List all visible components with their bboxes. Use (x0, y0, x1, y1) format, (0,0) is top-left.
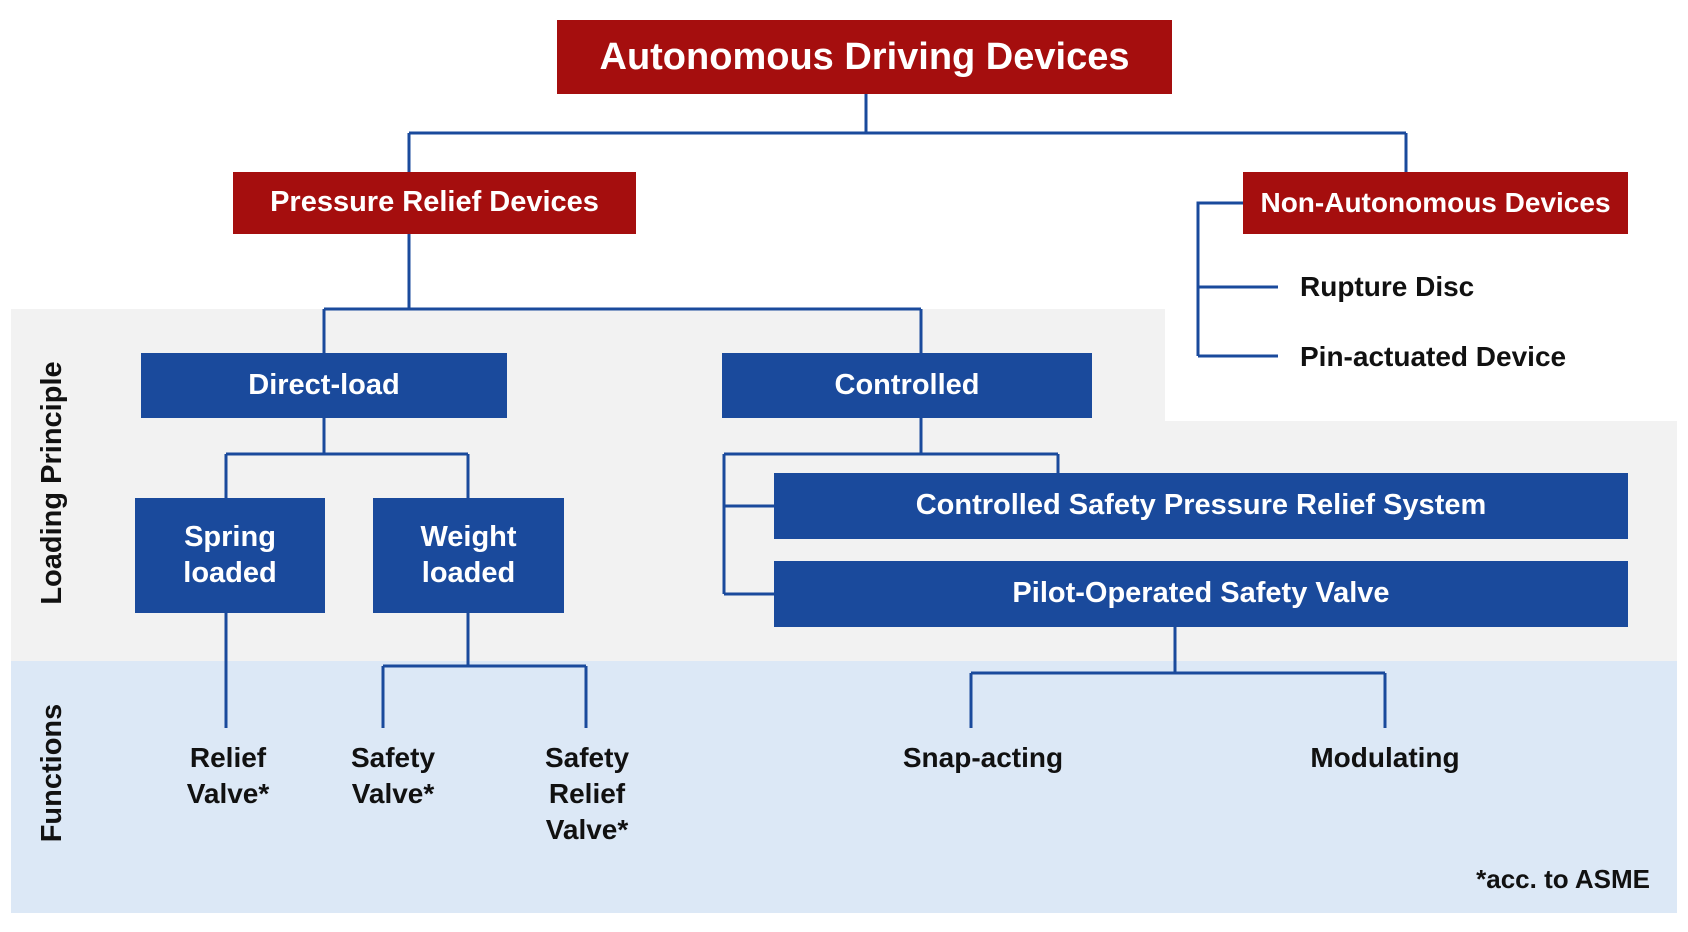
loading-principle-row-label: Loading Principle (36, 361, 68, 605)
cspr-system-node: Controlled Safety Pressure Relief System (774, 473, 1628, 539)
safety-relief-line-2: Relief (548, 778, 626, 809)
weight-loaded-line-2: loaded (421, 556, 516, 589)
function-safety-valve: Safety Valve* (333, 740, 453, 812)
connector-direct-split (224, 418, 470, 498)
cspr-label: Controlled Safety Pressure Relief System (915, 489, 1487, 522)
direct-load-node: Direct-load (141, 353, 507, 418)
connector-weight-functions (381, 613, 588, 728)
pin-actuated-device-item: Pin-actuated Device (1300, 341, 1567, 372)
spring-loaded-line-1: Spring (184, 521, 276, 554)
connector-non-autonomous (1196, 201, 1278, 358)
direct-load-label: Direct-load (248, 368, 400, 401)
spring-loaded-line-2: loaded (183, 556, 277, 589)
relief-valve-line-2: Valve* (186, 778, 270, 809)
function-relief-valve: Relief Valve* (168, 740, 288, 812)
safety-relief-line-1: Safety (544, 742, 630, 773)
function-modulating: Modulating (1310, 742, 1460, 773)
root-label: Autonomous Driving Devices (599, 35, 1130, 78)
connector-root-split (407, 94, 1408, 172)
relief-valve-line-1: Relief (189, 742, 267, 773)
controlled-label: Controlled (834, 368, 980, 401)
connector-controlled-split (722, 418, 1060, 596)
safety-valve-line-1: Safety (350, 742, 436, 773)
function-snap-acting: Snap-acting (902, 742, 1064, 773)
non-autonomous-devices-node: Non-Autonomous Devices (1243, 172, 1628, 234)
safety-valve-line-2: Valve* (351, 778, 435, 809)
pilot-label: Pilot-Operated Safety Valve (1012, 577, 1390, 610)
footnote: *acc. to ASME (1476, 864, 1650, 894)
connector-prd-split (322, 234, 923, 353)
connector-pilot-functions (969, 627, 1387, 728)
functions-row-label: Functions (36, 703, 68, 843)
function-safety-relief-valve: Safety Relief Valve* (527, 740, 647, 848)
rupture-disc-item: Rupture Disc (1300, 271, 1475, 302)
spring-loaded-node: Spring loaded (135, 498, 325, 613)
safety-relief-line-3: Valve* (545, 814, 629, 845)
weight-loaded-line-1: Weight (420, 521, 517, 554)
functions-band (11, 661, 1677, 913)
pilot-operated-valve-node: Pilot-Operated Safety Valve (774, 561, 1628, 627)
controlled-node: Controlled (722, 353, 1092, 418)
root-node: Autonomous Driving Devices (557, 20, 1172, 94)
non-autonomous-label: Non-Autonomous Devices (1260, 186, 1611, 218)
pressure-relief-label: Pressure Relief Devices (270, 186, 599, 219)
weight-loaded-node: Weight loaded (373, 498, 564, 613)
pressure-relief-devices-node: Pressure Relief Devices (233, 172, 636, 234)
